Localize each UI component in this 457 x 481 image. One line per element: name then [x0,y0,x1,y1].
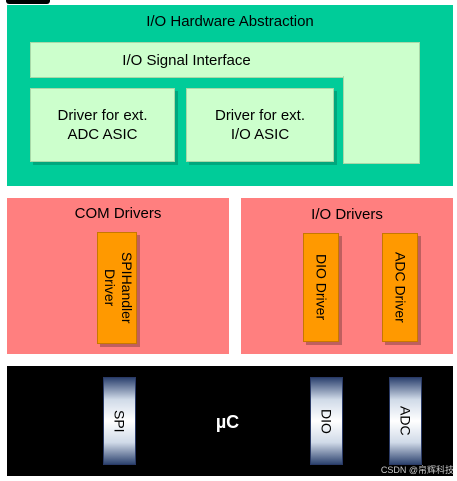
io-signal-interface-bar [30,42,420,78]
spi-module: SPI [103,377,136,465]
io-signal-interface-label: I/O Signal Interface [122,51,251,69]
spi-handler-driver-label: SPIHandler Driver [102,252,135,324]
microcontroller-layer [7,366,453,476]
dio-module-label: DIO [318,408,335,434]
adc-driver-label: ADC Driver [392,252,409,323]
dio-module: DIO [310,377,343,465]
adc-module: ADC [389,377,422,465]
spi-handler-driver-box: SPIHandler Driver [97,232,137,344]
dio-driver-box: DIO Driver [303,233,339,342]
spi-module-label: SPI [111,409,128,433]
driver-ext-adc-asic-line2: ADC ASIC [67,126,138,143]
microcontroller-label: µC [215,411,240,432]
driver-ext-io-asic-box: Driver for ext. I/O ASIC [186,88,334,162]
driver-ext-io-asic-line1: Driver for ext. [214,107,305,124]
adc-driver-box: ADC Driver [382,233,418,342]
driver-ext-adc-asic-box: Driver for ext. ADC ASIC [30,88,175,162]
io-hardware-abstraction-title: I/O Hardware Abstraction [146,12,314,30]
com-drivers-title: COM Drivers [74,204,162,222]
io-signal-interface-extension [343,76,420,164]
adc-module-label: ADC [397,406,414,436]
top-edge-fragment [6,0,50,4]
io-drivers-title: I/O Drivers [311,205,383,223]
driver-ext-io-asic-line2: I/O ASIC [230,126,290,143]
driver-ext-adc-asic-line1: Driver for ext. [57,107,148,124]
dio-driver-label: DIO Driver [313,254,330,321]
watermark: CSDN @帛辉科技 [380,464,454,475]
